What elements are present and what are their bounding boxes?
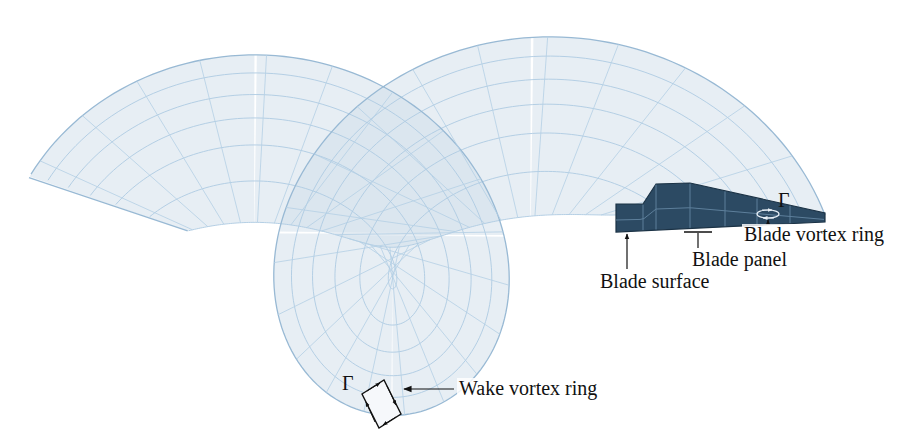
blade-vortex-ring [757,210,779,218]
blade-panel-line [790,206,791,223]
wake-mesh-line [274,66,332,223]
circulation-arrow [762,210,772,211]
circulation-arrow [366,402,375,422]
wake-sheet [30,37,825,416]
wake-vortex-ring [362,380,401,428]
wake-mesh-line [314,154,469,227]
wake-mesh-line [335,232,503,235]
wake-mesh-line [360,242,500,334]
wake-mesh-line [31,37,825,416]
circulation-symbol: Γ [776,190,792,211]
circulation-arrow [383,417,396,425]
leader-line [404,388,454,389]
wake-mesh-line [257,55,266,222]
wake-mesh-line [82,116,207,227]
wake-mesh [29,37,825,416]
wake-sheet-segment [30,55,255,231]
wake-mesh-line [322,179,481,231]
wake-mesh-line [370,245,477,375]
wake-mesh-line [357,107,485,224]
part-label: Blade panel [690,249,789,270]
wake-mesh-line [390,247,405,415]
leader-line [626,234,627,269]
wake-mesh-line [478,45,518,217]
part-label: Wake vortex ring [457,378,599,399]
blade-panel-line [656,185,657,230]
wake-mesh-line [29,178,188,231]
wake-mesh-line [278,240,430,315]
blade-panel-line [643,205,644,231]
circulation-symbol: Γ [340,373,356,394]
wake-mesh-line [200,60,241,222]
wake-mesh-line [348,238,509,285]
blade-panel-line [690,184,691,228]
panel-bracket [684,231,712,233]
circulation-arrow [763,218,774,219]
part-label: Blade vortex ring [742,224,886,245]
part-label: Blade surface [598,271,711,292]
leader-line [767,220,768,223]
blade-panel-line [725,191,726,226]
circulation-arrow [367,383,380,391]
wake-mesh-line [380,246,443,402]
wake-mesh-line [286,207,455,231]
wake-mesh-line [307,131,444,228]
blade-panel-line [616,208,824,220]
leader-line [697,233,698,248]
wake-mesh-line [552,44,618,214]
wake-mesh-line [535,37,548,216]
circulation-arrow [387,386,396,405]
blade-panel-line [757,198,758,224]
wake-mesh-line [40,161,193,230]
wake-mesh-line [291,92,393,225]
